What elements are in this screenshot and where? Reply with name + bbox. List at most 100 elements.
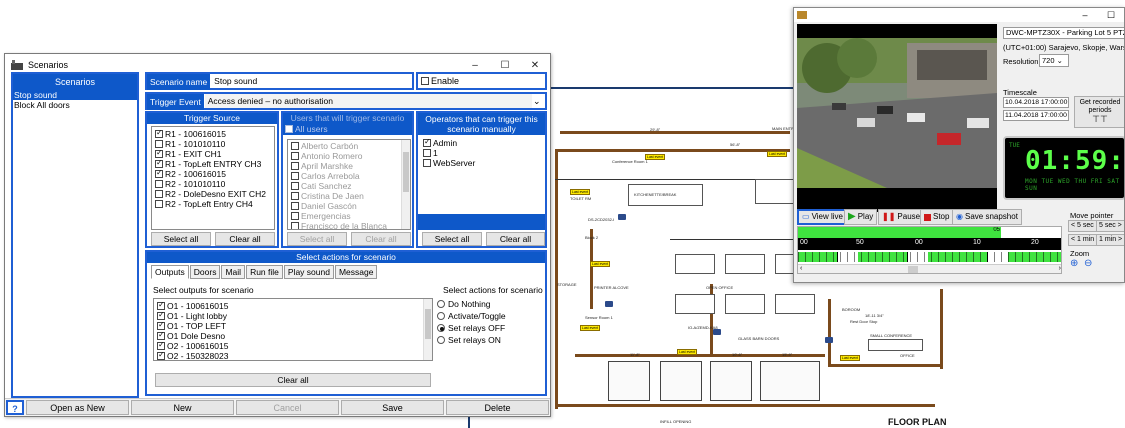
operators-clear-all-button[interactable]: Clear all — [486, 232, 545, 246]
tab-play-sound[interactable]: Play sound — [283, 265, 334, 279]
scroll-right-icon[interactable]: › — [1058, 265, 1061, 272]
back-1-min-button[interactable]: < 1 min — [1068, 234, 1098, 246]
trigger-source-item[interactable]: R1 - 100616015 — [152, 128, 274, 139]
trigger-source-item[interactable]: R1 - 101010110 — [152, 139, 274, 149]
new-button[interactable]: New — [131, 400, 234, 415]
outputs-list[interactable]: O1 - 100616015O1 - Light lobbyO1 - TOP L… — [153, 298, 433, 361]
trigger-source-item[interactable]: R2 - TopLeft Entry CH4 — [152, 199, 274, 209]
scroll-left-icon[interactable]: ‹ — [800, 265, 803, 272]
user-item[interactable]: April Marshke — [288, 161, 410, 171]
checkbox[interactable] — [291, 192, 299, 200]
forward-1-min-button[interactable]: 1 min > — [1096, 234, 1124, 246]
checkbox[interactable] — [291, 172, 299, 180]
camera-icon[interactable] — [618, 214, 626, 220]
play-button[interactable]: ▶Play — [844, 209, 878, 225]
get-recorded-periods-button[interactable]: Get recorded periods⊤⊤ — [1074, 96, 1124, 128]
checkbox[interactable] — [155, 168, 163, 178]
relay-action-option[interactable]: Set relays OFF — [437, 322, 506, 334]
checkbox[interactable] — [291, 182, 299, 190]
tab-run-file[interactable]: Run file — [246, 265, 283, 279]
checkbox[interactable] — [155, 190, 163, 198]
scenario-list[interactable]: Scenarios Stop sound Block All doors — [11, 72, 139, 398]
minimize-icon[interactable]: – — [1082, 10, 1088, 20]
checkbox[interactable] — [291, 152, 299, 160]
camera-name-field[interactable]: DWC-MPTZ30X - Parking Lot 5 PTZ — [1003, 27, 1124, 39]
users-select-all-button[interactable]: Select all — [287, 232, 347, 246]
output-item[interactable]: O1 - TOP LEFT — [154, 320, 432, 331]
user-item[interactable]: Daniel Gascón — [288, 201, 410, 211]
user-item[interactable]: Cati Sanchez — [288, 181, 410, 191]
close-icon[interactable]: ✕ — [530, 59, 540, 71]
open-as-new-button[interactable]: Open as New — [26, 400, 129, 415]
checkbox[interactable] — [155, 140, 163, 148]
checkbox[interactable] — [291, 162, 299, 170]
checkbox[interactable] — [157, 330, 165, 340]
camera-icon[interactable] — [605, 301, 613, 307]
pause-button[interactable]: ❚❚Pause — [878, 209, 925, 225]
checkbox[interactable] — [155, 200, 163, 208]
checkbox[interactable] — [157, 300, 165, 310]
user-item[interactable]: Alberto Carbón — [288, 141, 410, 151]
scenario-item[interactable]: Block All doors — [14, 100, 70, 110]
video-feed[interactable] — [797, 24, 997, 212]
chevron-down-icon[interactable]: ⌄ — [533, 96, 541, 106]
trigger-source-item[interactable]: R1 - EXIT CH1 — [152, 148, 274, 159]
zoom-out-icon[interactable]: ⊖ — [1084, 258, 1093, 269]
user-item[interactable]: Carlos Arrebola — [288, 171, 410, 181]
user-item[interactable]: Francisco de la Blanca — [288, 221, 410, 229]
user-item[interactable]: Cristina De Jaen — [288, 191, 410, 201]
trigger-event-select[interactable]: Access denied – no authorisation — [204, 94, 532, 108]
tab-message[interactable]: Message — [334, 265, 378, 279]
save-snapshot-button[interactable]: ◉Save snapshot — [952, 209, 1022, 225]
camera-icon[interactable] — [713, 329, 721, 335]
trigger-source-select-all-button[interactable]: Select all — [151, 232, 211, 246]
checkbox[interactable] — [157, 320, 165, 330]
operator-item[interactable]: 1 — [420, 148, 543, 158]
alert-badge[interactable]: Last event — [645, 154, 666, 160]
minimize-icon[interactable]: – — [472, 59, 478, 71]
back-5-sec-button[interactable]: < 5 sec — [1068, 220, 1097, 232]
resolution-select[interactable]: 720 ⌄ — [1039, 54, 1069, 67]
titlebar[interactable]: Scenarios – ☐ ✕ — [5, 54, 550, 76]
radio-button[interactable] — [437, 324, 445, 332]
alert-badge[interactable]: Last event — [570, 189, 591, 195]
all-users-row[interactable]: All users — [283, 124, 412, 135]
scenario-item[interactable]: Stop sound — [13, 90, 137, 100]
alert-badge[interactable]: Last event — [677, 349, 698, 355]
enable-checkbox[interactable]: Enable — [416, 72, 547, 90]
alert-badge[interactable]: Last event — [590, 261, 611, 267]
trigger-source-item[interactable]: R1 - TopLeft ENTRY CH3 — [152, 158, 274, 169]
radio-button[interactable] — [437, 312, 445, 320]
alert-badge[interactable]: Last event — [580, 325, 601, 331]
output-item[interactable]: O2 - 150328023 — [154, 350, 432, 360]
checkbox[interactable] — [155, 128, 163, 138]
outputs-scrollbar[interactable] — [423, 299, 432, 360]
scenario-name-input[interactable]: Stop sound — [211, 74, 411, 88]
stop-button[interactable]: Stop — [920, 209, 954, 225]
trigger-source-item[interactable]: R2 - DoleDesno EXIT CH2 — [152, 189, 274, 199]
enable-check[interactable] — [421, 77, 429, 85]
checkbox[interactable] — [155, 158, 163, 168]
outputs-clear-all-button[interactable]: Clear all — [155, 373, 431, 387]
users-scrollbar[interactable] — [401, 140, 410, 229]
checkbox[interactable] — [423, 159, 431, 167]
checkbox[interactable] — [291, 212, 299, 220]
checkbox[interactable] — [291, 142, 299, 150]
video-titlebar[interactable]: – ☐ — [794, 8, 1124, 22]
checkbox[interactable] — [157, 350, 165, 360]
delete-button[interactable]: Delete — [446, 400, 549, 415]
checkbox[interactable] — [423, 149, 431, 157]
output-item[interactable]: O1 - 100616015 — [154, 300, 432, 311]
radio-button[interactable] — [437, 300, 445, 308]
relay-action-option[interactable]: Activate/Toggle — [437, 310, 506, 322]
checkbox[interactable] — [291, 202, 299, 210]
checkbox[interactable] — [155, 148, 163, 158]
timescale-to-input[interactable]: 11.04.2018 17:00:00 — [1003, 110, 1069, 121]
tab-mail[interactable]: Mail — [221, 265, 246, 279]
zoom-in-icon[interactable]: ⊕ — [1070, 258, 1079, 269]
cancel-button[interactable]: Cancel — [236, 400, 339, 415]
user-item[interactable]: Antonio Romero — [288, 151, 410, 161]
trigger-source-item[interactable]: R2 - 101010110 — [152, 179, 274, 189]
